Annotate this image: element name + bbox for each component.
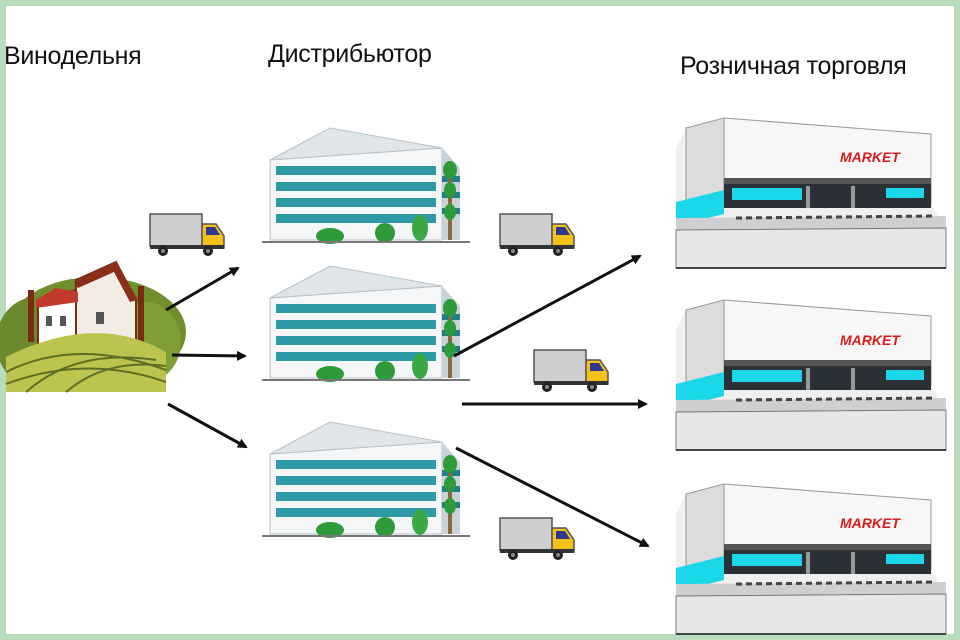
truck-icon	[533, 349, 609, 393]
distributor-label: Дистрибьютор	[268, 40, 432, 68]
arrow-icon	[453, 254, 642, 358]
store-sign: MARKET	[840, 515, 901, 531]
store-sign: MARKET	[840, 332, 901, 348]
arrow-icon	[167, 402, 248, 449]
arrow-icon	[165, 266, 240, 312]
retail-store-icon: MARKET	[674, 482, 948, 636]
distributor-building-icon	[261, 421, 471, 539]
truck-icon	[499, 517, 575, 561]
winery-label: Винодельня	[4, 42, 142, 70]
store-sign: MARKET	[840, 149, 901, 165]
truck-icon	[499, 213, 575, 257]
retail-store-icon: MARKET	[674, 298, 948, 452]
arrow-icon	[171, 350, 247, 361]
truck-icon	[149, 213, 225, 257]
retail-label: Розничная торговля	[680, 52, 907, 80]
retail-store-icon: MARKET	[674, 116, 948, 270]
distributor-building-icon	[261, 265, 471, 383]
winery-farm-icon	[0, 261, 187, 393]
distributor-building-icon	[261, 127, 471, 245]
arrow-icon	[455, 446, 650, 548]
